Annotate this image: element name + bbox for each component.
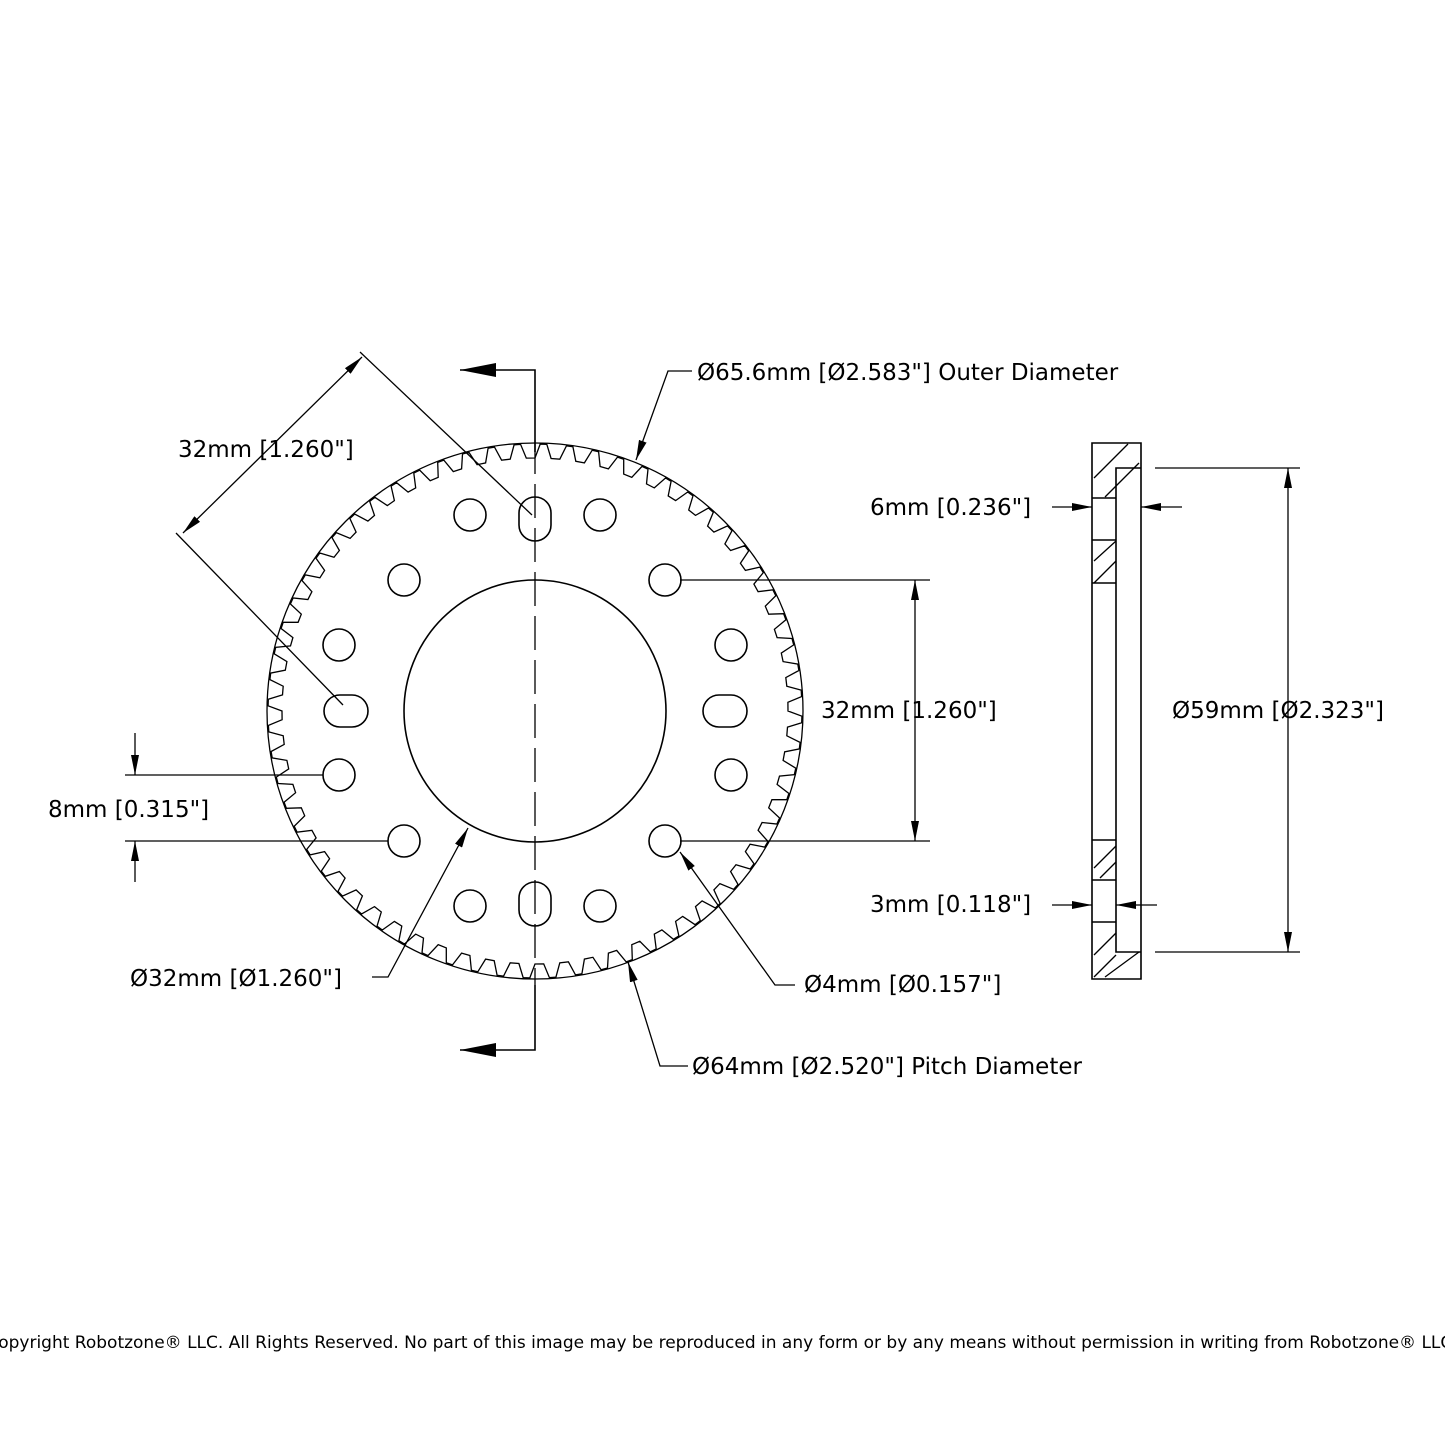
slot-right <box>702 694 748 728</box>
outer-diameter-label: Ø65.6mm [Ø2.583"] Outer Diameter <box>697 360 1119 386</box>
mounting-hole <box>583 498 617 532</box>
gear-teeth-outline <box>267 443 803 979</box>
hole-offset-label: 8mm [0.315"] <box>48 797 209 823</box>
mounting-hole <box>583 889 617 923</box>
mounting-hole <box>453 889 487 923</box>
copyright-footer: Copyright Robotzone® LLC. All Rights Res… <box>0 1333 1445 1353</box>
dimension-lines <box>125 351 930 1067</box>
mounting-hole <box>453 498 487 532</box>
section-marker-top <box>460 363 536 452</box>
mounting-hole <box>648 824 682 858</box>
mounting-hole <box>714 628 748 662</box>
mounting-hole <box>387 824 421 858</box>
hole-diameter-label: Ø4mm [Ø0.157"] <box>804 972 1001 998</box>
hub-diameter-label: Ø59mm [Ø2.323"] <box>1172 698 1384 724</box>
diagonal-spacing-label: 32mm [1.260"] <box>178 437 354 463</box>
thickness-label: 6mm [0.236"] <box>870 495 1031 521</box>
gear-front-view <box>266 363 804 1057</box>
mounting-hole <box>322 628 356 662</box>
vertical-spacing-label: 32mm [1.260"] <box>821 698 997 724</box>
mounting-hole <box>714 758 748 792</box>
hub-step-label: 3mm [0.118"] <box>870 892 1031 918</box>
mounting-hole <box>387 563 421 597</box>
gear-side-section-view <box>1052 442 1300 980</box>
mounting-hole <box>648 563 682 597</box>
pitch-diameter-label: Ø64mm [Ø2.520"] Pitch Diameter <box>692 1054 1082 1080</box>
mounting-holes <box>322 498 748 923</box>
slot-left <box>323 694 369 728</box>
section-marker-bottom <box>460 985 536 1057</box>
bore-diameter-label: Ø32mm [Ø1.260"] <box>130 966 342 992</box>
mounting-hole <box>322 758 356 792</box>
